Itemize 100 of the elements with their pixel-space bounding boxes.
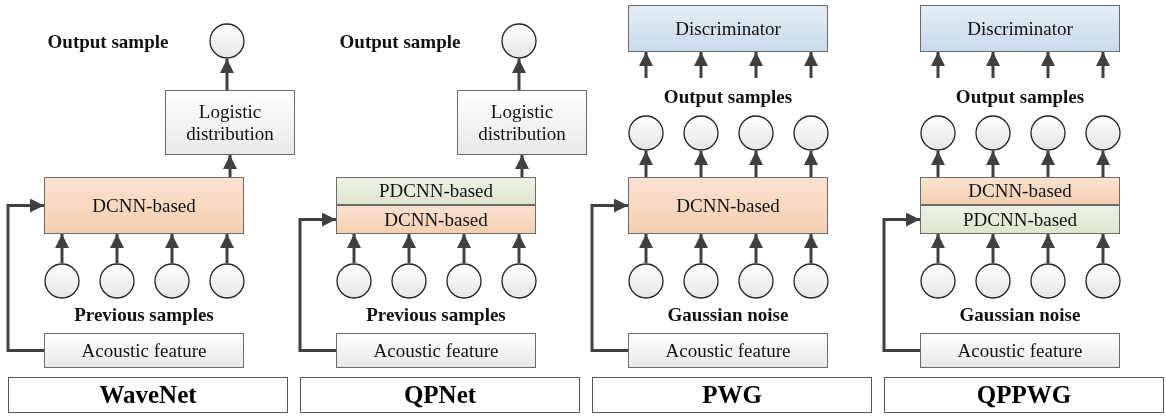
- group-label: Gaussian noise: [667, 304, 789, 326]
- arrow: [55, 234, 69, 263]
- arrow: [931, 234, 945, 263]
- box-label: DCNN-based: [676, 194, 780, 217]
- sample-circle: [793, 115, 829, 151]
- sample-circle: [1085, 263, 1121, 299]
- arrow: [165, 234, 179, 263]
- sample-circle: [154, 263, 190, 299]
- box-label: Acoustic feature: [373, 339, 499, 362]
- arrow: [986, 52, 1000, 78]
- process-box: [336, 333, 536, 368]
- sample-circle: [336, 263, 372, 299]
- model-name-box: [8, 377, 288, 413]
- sample-circle: [920, 263, 956, 299]
- group-label: Gaussian noise: [959, 304, 1081, 326]
- network-box: [628, 177, 828, 234]
- sample-circle: [793, 263, 829, 299]
- process-box: [44, 333, 244, 368]
- sample-circle: [683, 263, 719, 299]
- box-label: PDCNN-based: [963, 208, 1077, 231]
- sample-circle: [628, 263, 664, 299]
- box-label: Discriminator: [967, 17, 1073, 40]
- network-box: [336, 177, 536, 205]
- sample-circle: [44, 263, 80, 299]
- arrow: [220, 59, 234, 90]
- sample-circle: [501, 23, 537, 59]
- sample-circle: [738, 263, 774, 299]
- arrow: [1096, 234, 1110, 263]
- arrow: [931, 52, 945, 78]
- model-name: WaveNet: [99, 381, 197, 409]
- arrow: [804, 52, 818, 78]
- arrow: [931, 151, 945, 177]
- sample-circle: [391, 263, 427, 299]
- sample-circle: [738, 115, 774, 151]
- model-name: PWG: [702, 381, 762, 409]
- box-label: PDCNN-based: [379, 180, 493, 202]
- model-name: QPPWG: [976, 381, 1072, 409]
- arrow: [590, 198, 628, 352]
- arrow: [402, 234, 416, 263]
- group-label: Output samples: [663, 86, 793, 108]
- model-name-box: [884, 377, 1164, 413]
- sample-circle: [209, 263, 245, 299]
- discriminator-box: [920, 5, 1120, 52]
- arrow: [694, 234, 708, 263]
- arrow: [639, 151, 653, 177]
- arrow: [6, 198, 44, 352]
- sample-circle: [975, 263, 1011, 299]
- arrow: [882, 212, 920, 352]
- arrow: [749, 52, 763, 78]
- sample-circle: [209, 23, 245, 59]
- arrow: [749, 151, 763, 177]
- arrow: [749, 234, 763, 263]
- sample-circle: [1030, 263, 1066, 299]
- sample-circle: [1030, 115, 1066, 151]
- network-box: [336, 205, 536, 234]
- sample-circle: [99, 263, 135, 299]
- network-box: [920, 177, 1120, 205]
- box-label: Logistic distribution: [185, 100, 275, 145]
- arrow: [347, 234, 361, 263]
- arrow: [639, 234, 653, 263]
- network-box: [44, 177, 244, 234]
- model-name-box: [592, 377, 872, 413]
- arrow: [110, 234, 124, 263]
- box-label: DCNN-based: [384, 208, 488, 231]
- arrow: [515, 155, 529, 177]
- network-box: [920, 205, 1120, 234]
- box-label: DCNN-based: [968, 180, 1072, 202]
- box-label: Acoustic feature: [665, 339, 791, 362]
- arrow: [457, 234, 471, 263]
- sample-circle: [920, 115, 956, 151]
- process-box: [920, 333, 1120, 368]
- arrow: [223, 155, 237, 177]
- arrow: [1041, 52, 1055, 78]
- group-label: Previous samples: [366, 304, 506, 326]
- arrow: [1096, 151, 1110, 177]
- arrow: [298, 212, 336, 352]
- model-name: QPNet: [403, 381, 477, 409]
- process-box: [165, 90, 295, 155]
- box-label: Logistic distribution: [477, 100, 567, 145]
- group-label: Output sample: [339, 31, 461, 53]
- arrow: [1041, 234, 1055, 263]
- arrow: [804, 151, 818, 177]
- arrow: [694, 151, 708, 177]
- model-name-box: [300, 377, 580, 413]
- arrow: [1096, 52, 1110, 78]
- arrow: [694, 52, 708, 78]
- arrow: [804, 234, 818, 263]
- box-label: Discriminator: [675, 17, 781, 40]
- sample-circle: [628, 115, 664, 151]
- sample-circle: [975, 115, 1011, 151]
- box-label: Acoustic feature: [81, 339, 207, 362]
- sample-circle: [1085, 115, 1121, 151]
- group-label: Output sample: [47, 31, 169, 53]
- sample-circle: [683, 115, 719, 151]
- arrow: [220, 234, 234, 263]
- arrow: [512, 59, 526, 90]
- box-label: Acoustic feature: [957, 339, 1083, 362]
- group-label: Previous samples: [74, 304, 214, 326]
- process-box: [628, 333, 828, 368]
- sample-circle: [446, 263, 482, 299]
